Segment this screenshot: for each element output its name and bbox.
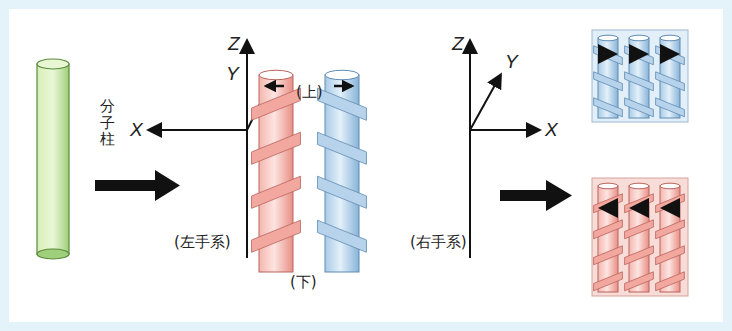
axis-label: Y bbox=[505, 52, 518, 73]
helix-ribbon bbox=[594, 98, 623, 117]
axes-left-handed bbox=[150, 42, 271, 258]
helix-ribbon bbox=[625, 194, 654, 213]
helix-part bbox=[325, 70, 359, 80]
helix-ribbon bbox=[656, 98, 685, 117]
helix-ribbon bbox=[594, 46, 623, 65]
dipole-arrows bbox=[266, 54, 678, 208]
helix-ribbon bbox=[318, 88, 367, 120]
helix-ribbon bbox=[625, 220, 654, 239]
helix-ribbon bbox=[656, 246, 685, 265]
helix-ribbon bbox=[252, 88, 301, 120]
helix-part bbox=[660, 183, 680, 189]
dipole-arrow bbox=[266, 85, 284, 88]
dipole-arrow bbox=[662, 52, 676, 56]
axis-label: Z bbox=[452, 34, 464, 55]
molecular-column bbox=[37, 59, 69, 259]
helix-part bbox=[629, 183, 649, 189]
helix-part bbox=[660, 35, 680, 41]
helix-ribbon bbox=[656, 272, 685, 291]
handedness-label: (右手系) bbox=[410, 234, 467, 251]
position-label: (上) bbox=[296, 84, 323, 101]
dipole-arrow bbox=[600, 52, 614, 56]
helix-ribbon bbox=[252, 220, 301, 252]
helix-ribbon bbox=[594, 220, 623, 239]
axis-label: Z bbox=[228, 34, 240, 55]
helix-ribbon bbox=[656, 46, 685, 65]
helix-ribbon bbox=[594, 272, 623, 291]
helix-column bbox=[594, 35, 623, 118]
helix-ribbon bbox=[318, 176, 367, 208]
vertical-label: 分子柱 bbox=[100, 98, 115, 148]
helix-part bbox=[598, 183, 618, 189]
helix-ribbon bbox=[656, 72, 685, 91]
helix-ribbon bbox=[625, 98, 654, 117]
axes-right-handed bbox=[470, 42, 538, 258]
helix-ribbon bbox=[625, 72, 654, 91]
helix-ribbon bbox=[656, 220, 685, 239]
helix-ribbon bbox=[594, 72, 623, 91]
helix-ribbon bbox=[318, 132, 367, 164]
helix-column bbox=[656, 183, 685, 292]
helix-column bbox=[318, 70, 367, 272]
helix-ribbon bbox=[656, 194, 685, 213]
helix-column bbox=[625, 183, 654, 292]
helix-ribbon bbox=[252, 176, 301, 208]
helix-ribbon bbox=[625, 46, 654, 65]
helix-part bbox=[629, 35, 649, 41]
helix-column bbox=[252, 70, 301, 272]
red-helix-array bbox=[592, 178, 688, 296]
axis-label: X bbox=[130, 120, 143, 141]
helix-part bbox=[598, 35, 618, 41]
helix-ribbon bbox=[594, 246, 623, 265]
process-arrow bbox=[500, 180, 572, 211]
axis-label: X bbox=[545, 120, 558, 141]
helix-ribbon bbox=[318, 220, 367, 252]
process-arrow bbox=[95, 170, 180, 201]
dipole-arrow bbox=[334, 85, 352, 88]
helix-ribbon bbox=[625, 246, 654, 265]
helix-column bbox=[625, 35, 654, 118]
axis-label: Y bbox=[226, 64, 239, 85]
helix-ribbon bbox=[594, 194, 623, 213]
dipole-arrow bbox=[633, 206, 647, 210]
helix-column bbox=[594, 183, 623, 292]
helix-ribbon bbox=[252, 132, 301, 164]
handedness-label: (左手系) bbox=[174, 234, 231, 251]
helix-part bbox=[259, 70, 293, 80]
dipole-arrow bbox=[631, 52, 645, 56]
blue-helix-array bbox=[592, 30, 688, 122]
position-label: (下) bbox=[290, 274, 317, 291]
helix-column bbox=[656, 35, 685, 118]
helix-ribbon bbox=[625, 272, 654, 291]
dipole-arrow bbox=[664, 206, 678, 210]
dipole-arrow bbox=[602, 206, 616, 210]
